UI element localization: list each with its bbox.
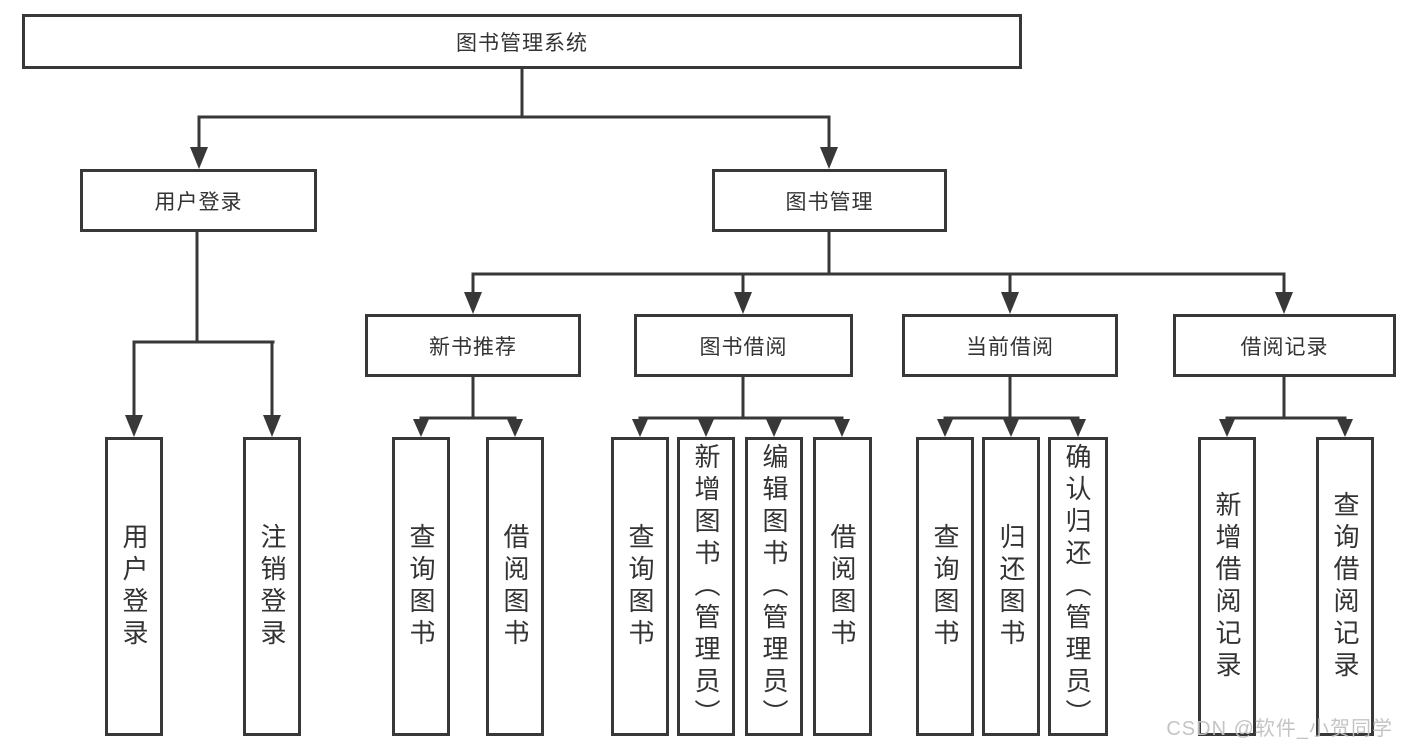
node-borrowing-records: 借阅记录 (1173, 314, 1396, 377)
node-new-book-recommend: 新书推荐 (365, 314, 581, 377)
node-current-borrowing: 当前借阅 (902, 314, 1118, 377)
node-book-borrowing: 图书借阅 (634, 314, 853, 377)
leaf-confirm-return-admin: 确认归还（管理员） (1048, 437, 1108, 736)
leaf-query-books-current: 查询图书 (916, 437, 974, 736)
leaf-logout: 注销登录 (243, 437, 301, 736)
leaf-query-books-borrowing: 查询图书 (611, 437, 669, 736)
leaf-user-login: 用户登录 (105, 437, 163, 736)
node-user-login: 用户登录 (80, 169, 317, 232)
leaf-add-books-admin: 新增图书（管理员） (677, 437, 735, 736)
node-root-book-management-system: 图书管理系统 (22, 14, 1022, 69)
leaf-borrow-books: 借阅图书 (813, 437, 872, 736)
watermark-csdn: CSDN @软件_小贺同学 (1166, 718, 1393, 740)
leaf-edit-books-admin: 编辑图书（管理员） (745, 437, 803, 736)
node-book-management: 图书管理 (712, 169, 947, 232)
leaf-add-borrow-record: 新增借阅记录 (1198, 437, 1256, 736)
leaf-query-books-recommend: 查询图书 (392, 437, 450, 736)
leaf-borrow-books-recommend: 借阅图书 (486, 437, 544, 736)
leaf-return-books: 归还图书 (982, 437, 1040, 736)
leaf-query-borrow-record: 查询借阅记录 (1316, 437, 1374, 736)
